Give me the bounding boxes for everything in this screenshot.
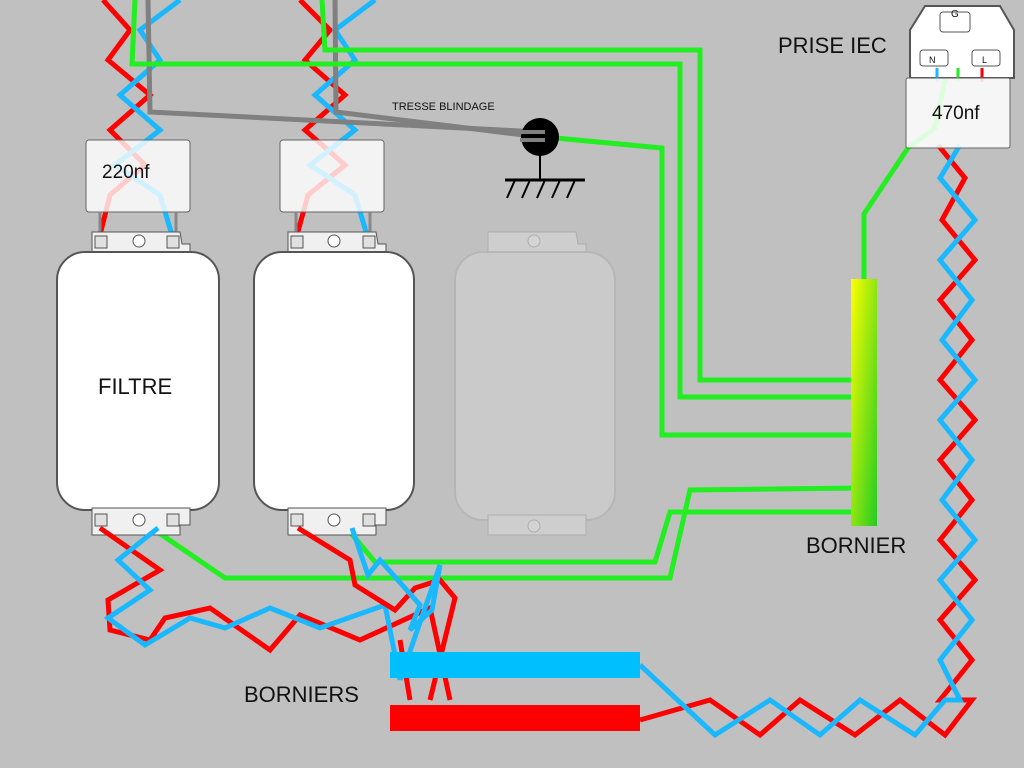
filter-2 — [253, 231, 415, 536]
plug-l-label: L — [982, 55, 988, 65]
output-wires — [98, 525, 458, 701]
shield-wires — [145, 0, 541, 140]
bornier-label: BORNIER — [806, 533, 907, 558]
phase-bornier — [390, 705, 640, 731]
ground-symbol-icon — [505, 118, 585, 199]
capacitor-470nf — [905, 77, 1011, 149]
bornier-bar — [851, 279, 877, 526]
filtre-label: FILTRE — [98, 374, 173, 399]
tresse-blindage-label: TRESSE BLINDAGE — [392, 101, 495, 113]
capacitor-470nf-label: 470nf — [932, 103, 980, 124]
borniers-label: BORNIERS — [244, 682, 359, 707]
plug-n-label: N — [929, 55, 936, 65]
neutral-bornier — [390, 652, 640, 678]
filter-1 — [56, 231, 220, 536]
prise-iec-label: PRISE IEC — [778, 33, 887, 58]
capacitor-220nf — [85, 139, 191, 240]
filter-3-ghost — [454, 231, 616, 536]
capacitor-220nf-label: 220nf — [102, 162, 150, 183]
iec-wires — [638, 143, 979, 739]
iec-socket-icon — [909, 5, 1015, 82]
capacitor-filter2 — [279, 139, 385, 240]
plug-g-label: G — [951, 9, 959, 20]
